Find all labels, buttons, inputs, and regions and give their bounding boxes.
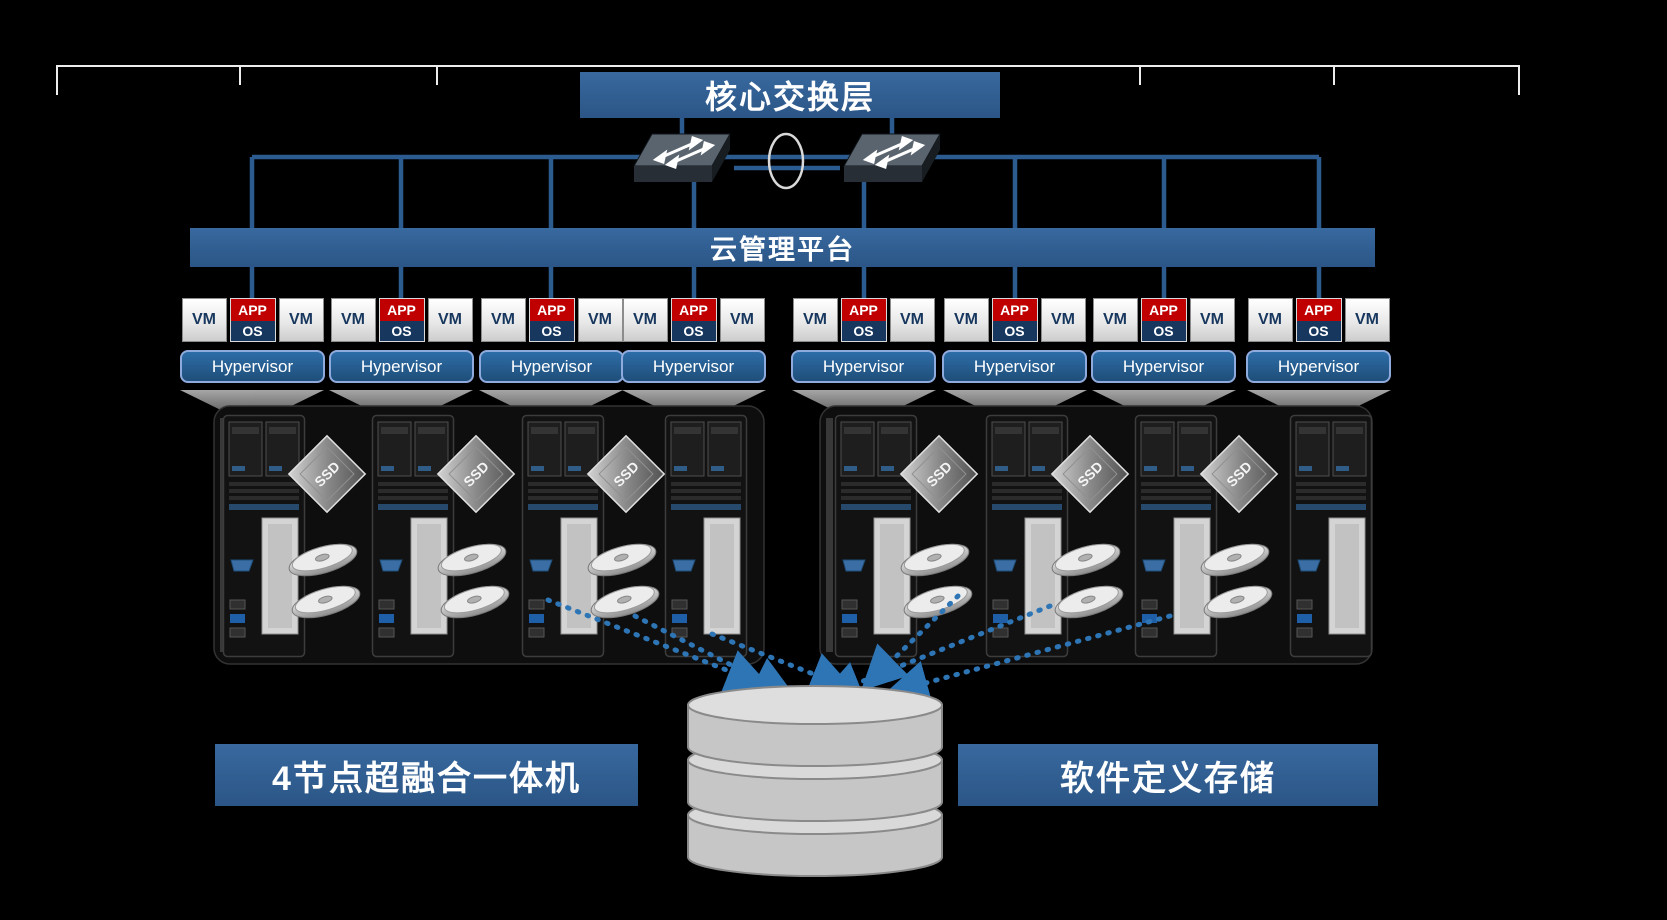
app-label: APP [379, 299, 424, 322]
vm-box: VM [330, 298, 376, 342]
server-tower-icon [222, 414, 306, 658]
server-tower-icon [371, 414, 455, 658]
cloud-management-platform-banner: 云管理平台 [190, 228, 1375, 267]
top-bracket [56, 65, 1520, 95]
dotted-arrow [545, 597, 772, 693]
hypervisor-group-4: VM APP OS VM Hypervisor [621, 298, 766, 383]
server-tower-icon [834, 414, 918, 658]
app-label: APP [1141, 299, 1186, 322]
funnel-icon [180, 390, 324, 416]
server-tower-icon [664, 414, 748, 658]
vm-box: VM [719, 298, 765, 342]
hypervisor-bar: Hypervisor [329, 350, 474, 383]
app-os-box: APP OS [670, 298, 717, 342]
app-os-box: APP OS [378, 298, 425, 342]
dotted-arrow [709, 631, 856, 696]
vm-box: VM [1092, 298, 1138, 342]
funnel-icon [792, 390, 936, 416]
server-tower-icon [521, 414, 605, 658]
core-switch-layer-banner: 核心交换层 [580, 72, 1000, 118]
vm-box: VM [1344, 298, 1390, 342]
app-label: APP [841, 299, 886, 322]
hypervisor-bar: Hypervisor [621, 350, 766, 383]
app-os-box: APP OS [229, 298, 276, 342]
hypervisor-bar: Hypervisor [1091, 350, 1236, 383]
hypervisor-group-6: VM APP OS VM Hypervisor [942, 298, 1087, 383]
vm-box: VM [278, 298, 324, 342]
app-os-box: APP OS [840, 298, 887, 342]
funnel-icon [329, 390, 473, 416]
vm-box: VM [1040, 298, 1086, 342]
vm-box: VM [1247, 298, 1293, 342]
rack-rail [826, 418, 833, 652]
os-label: OS [671, 321, 716, 341]
vm-box: VM [577, 298, 623, 342]
funnel-icon [943, 390, 1087, 416]
os-label: OS [841, 321, 886, 341]
server-tower-icon [985, 414, 1069, 658]
hci-appliance-banner: 4节点超融合一体机 [215, 744, 638, 806]
vm-box: VM [622, 298, 668, 342]
storage-cylinder-icon [687, 685, 943, 877]
dotted-arrow [883, 613, 1173, 705]
vm-box: VM [943, 298, 989, 342]
stack-link-ring-icon [767, 132, 805, 190]
app-label: APP [230, 299, 275, 322]
os-label: OS [992, 321, 1037, 341]
app-label: APP [1296, 299, 1341, 322]
vm-box: VM [480, 298, 526, 342]
funnel-icon [1247, 390, 1391, 416]
funnel-icons [180, 390, 1391, 416]
dotted-arrow [632, 613, 797, 699]
vm-box: VM [181, 298, 227, 342]
os-label: OS [1141, 321, 1186, 341]
funnel-icon [1092, 390, 1236, 416]
hypervisor-bar: Hypervisor [942, 350, 1087, 383]
app-os-box: APP OS [1140, 298, 1187, 342]
app-os-box: APP OS [991, 298, 1038, 342]
hypervisor-bar: Hypervisor [791, 350, 936, 383]
hypervisor-group-8: VM APP OS VM Hypervisor [1246, 298, 1391, 383]
hypervisor-bar: Hypervisor [1246, 350, 1391, 383]
hypervisor-bar: Hypervisor [479, 350, 624, 383]
hypervisor-group-2: VM APP OS VM Hypervisor [329, 298, 474, 383]
os-label: OS [379, 321, 424, 341]
hypervisor-group-3: VM APP OS VM Hypervisor [479, 298, 624, 383]
hypervisor-group-5: VM APP OS VM Hypervisor [791, 298, 936, 383]
vm-box: VM [427, 298, 473, 342]
os-label: OS [1296, 321, 1341, 341]
connector-lines [249, 118, 1322, 300]
switch-icon [632, 132, 732, 184]
switch-icon [842, 132, 942, 184]
sds-banner: 软件定义存储 [958, 744, 1378, 806]
hypervisor-group-1: VM APP OS VM Hypervisor [180, 298, 325, 383]
vm-box: VM [792, 298, 838, 342]
hypervisor-bar: Hypervisor [180, 350, 325, 383]
app-os-box: APP OS [528, 298, 575, 342]
dotted-arrow [816, 603, 1053, 704]
funnel-icon [622, 390, 766, 416]
vm-box: VM [889, 298, 935, 342]
server-tower-icon [1289, 414, 1373, 658]
storage-arrows [545, 593, 1173, 705]
os-label: OS [529, 321, 574, 341]
app-os-box: APP OS [1295, 298, 1342, 342]
app-label: APP [992, 299, 1037, 322]
os-label: OS [230, 321, 275, 341]
vm-box: VM [1189, 298, 1235, 342]
app-label: APP [529, 299, 574, 322]
dotted-arrow [860, 593, 961, 691]
funnel-icon [479, 390, 623, 416]
hypervisor-group-7: VM APP OS VM Hypervisor [1091, 298, 1236, 383]
app-label: APP [671, 299, 716, 322]
